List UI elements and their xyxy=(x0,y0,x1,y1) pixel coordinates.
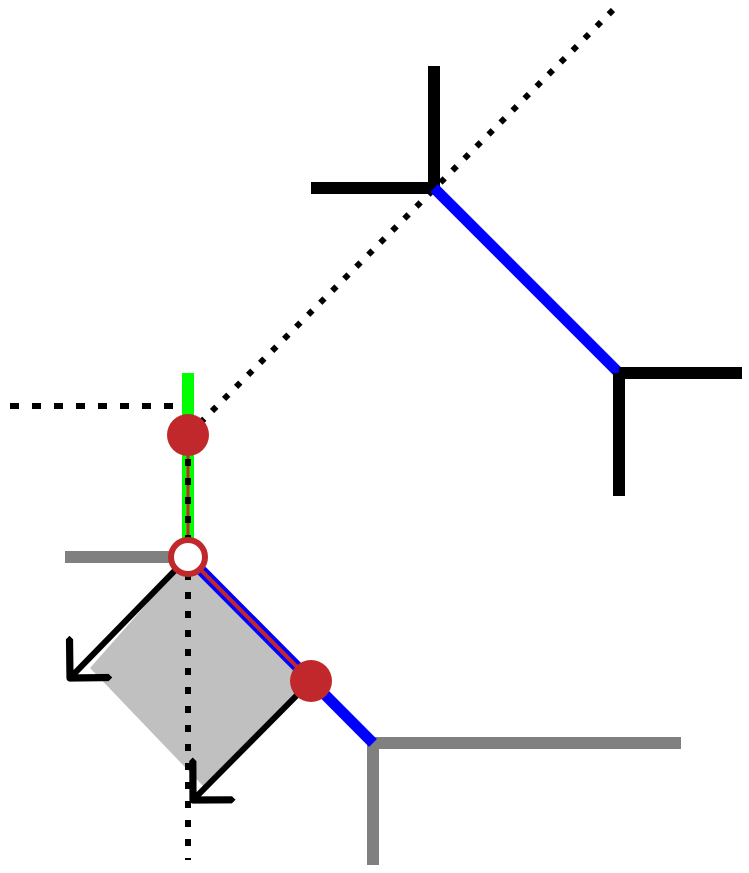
shaded-region xyxy=(90,557,311,788)
red-point-top xyxy=(167,414,209,456)
arrow-left xyxy=(70,554,191,678)
arrow-down xyxy=(193,678,314,800)
dotted-diagonal-line xyxy=(185,0,623,438)
blue-diagonal-upper xyxy=(430,184,623,377)
red-point-diagonal xyxy=(290,660,332,702)
open-point xyxy=(168,537,208,577)
red-diagonal-segment xyxy=(186,555,313,683)
